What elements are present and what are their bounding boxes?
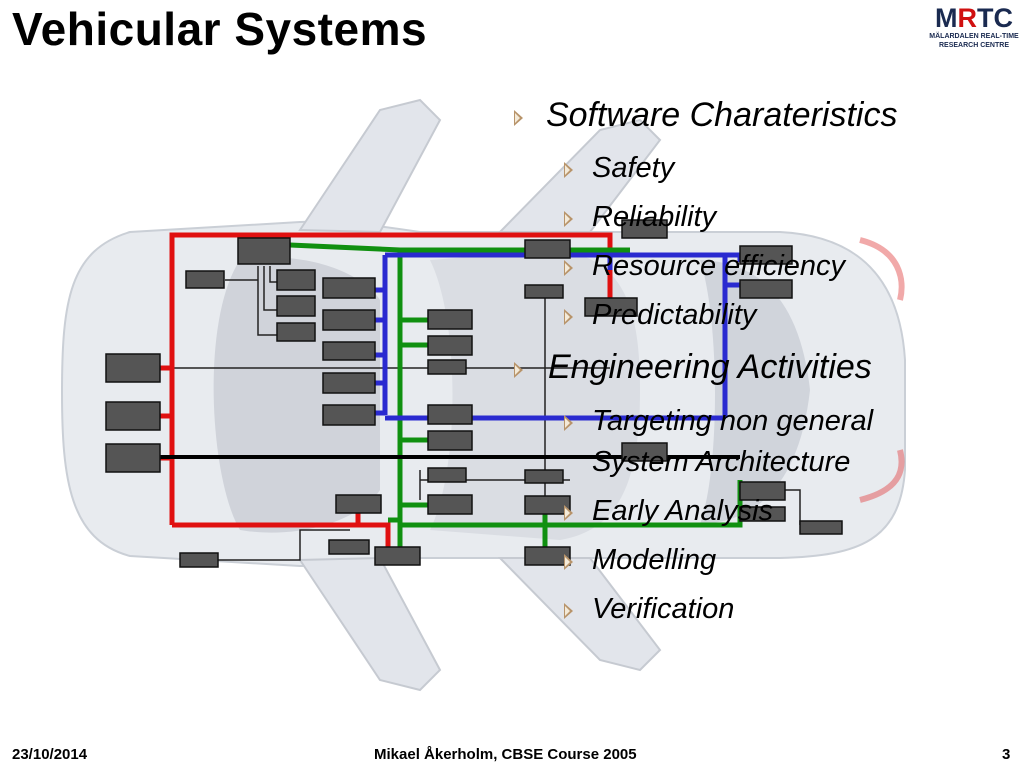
ecu-box xyxy=(524,469,564,484)
logo-wordmark: MRTC xyxy=(935,3,1013,33)
sub-bullet-reliability: Reliability xyxy=(592,201,717,233)
ecu-box xyxy=(335,494,382,514)
bullet-arrow-icon xyxy=(564,162,573,178)
ecu-boxes xyxy=(105,219,843,568)
ecu-box xyxy=(427,430,473,451)
ecu-box xyxy=(322,372,376,394)
car-illustration xyxy=(60,98,906,692)
bullet-arrow-icon xyxy=(564,260,573,276)
ecu-box xyxy=(185,270,225,289)
ecu-box xyxy=(105,443,161,473)
ecu-box xyxy=(427,309,473,330)
ecu-box xyxy=(739,481,786,501)
sub-bullet-resource-efficiency: Resource efficiency xyxy=(592,250,846,282)
ecu-box xyxy=(322,341,376,361)
bullet-arrow-icon xyxy=(564,505,573,521)
ecu-box xyxy=(427,467,467,483)
sub-bullet-modelling: Modelling xyxy=(592,544,717,576)
ecu-box xyxy=(427,335,473,356)
ecu-box xyxy=(427,494,473,515)
bullet-arrow-icon xyxy=(514,110,523,126)
sub-bullet-targeting-cont: System Architecture xyxy=(592,446,851,478)
bullet-engineering-activities: Engineering Activities xyxy=(548,348,872,386)
ecu-box xyxy=(276,269,316,291)
sub-bullet-early-analysis: Early Analysis xyxy=(592,495,774,527)
sub-bullet-predictability: Predictability xyxy=(592,299,757,331)
ecu-box xyxy=(322,404,376,426)
ecu-box xyxy=(179,552,219,568)
bullet-arrow-icon xyxy=(564,211,573,227)
ecu-box xyxy=(322,309,376,331)
ecu-box xyxy=(427,359,467,375)
footer-page-number: 3 xyxy=(1002,746,1011,763)
bullet-arrow-icon xyxy=(514,362,523,378)
bullet-arrow-icon xyxy=(564,415,573,431)
sub-bullet-safety: Safety xyxy=(592,152,675,184)
ecu-box xyxy=(524,284,564,299)
ecu-box xyxy=(739,506,786,522)
ecu-box xyxy=(276,322,316,342)
ecu-box xyxy=(621,219,668,239)
ecu-box xyxy=(739,279,793,299)
ecu-box xyxy=(322,277,376,299)
ecu-box xyxy=(621,442,668,462)
ecu-box xyxy=(276,295,316,317)
sub-bullet-verification: Verification xyxy=(592,593,735,625)
footer-author: Mikael Åkerholm, CBSE Course 2005 xyxy=(374,746,637,763)
ecu-box xyxy=(105,353,161,383)
slide-title: Vehicular Systems xyxy=(12,3,428,55)
ecu-box xyxy=(739,245,793,265)
ecu-box xyxy=(374,546,421,566)
ecu-box xyxy=(237,237,291,265)
logo-subtitle-1: MÄLARDALEN REAL-TIME xyxy=(929,33,1019,40)
mrtc-logo: MRTC MÄLARDALEN REAL-TIME RESEARCH CENTR… xyxy=(924,4,1024,60)
footer-date: 23/10/2014 xyxy=(12,746,88,763)
ecu-box xyxy=(427,404,473,425)
ecu-box xyxy=(799,520,843,535)
bullet-software-charateristics: Software Charateristics xyxy=(546,96,898,134)
ecu-box xyxy=(584,297,638,317)
bullet-arrow-icon xyxy=(564,309,573,325)
bullet-arrow-icon xyxy=(564,554,573,570)
ecu-box xyxy=(328,539,370,555)
ecu-box xyxy=(105,401,161,431)
logo-subtitle-2: RESEARCH CENTRE xyxy=(938,42,1009,49)
sub-bullet-targeting: Targeting non general xyxy=(592,405,874,437)
bullet-arrow-icon xyxy=(564,603,573,619)
ecu-box xyxy=(524,239,571,259)
